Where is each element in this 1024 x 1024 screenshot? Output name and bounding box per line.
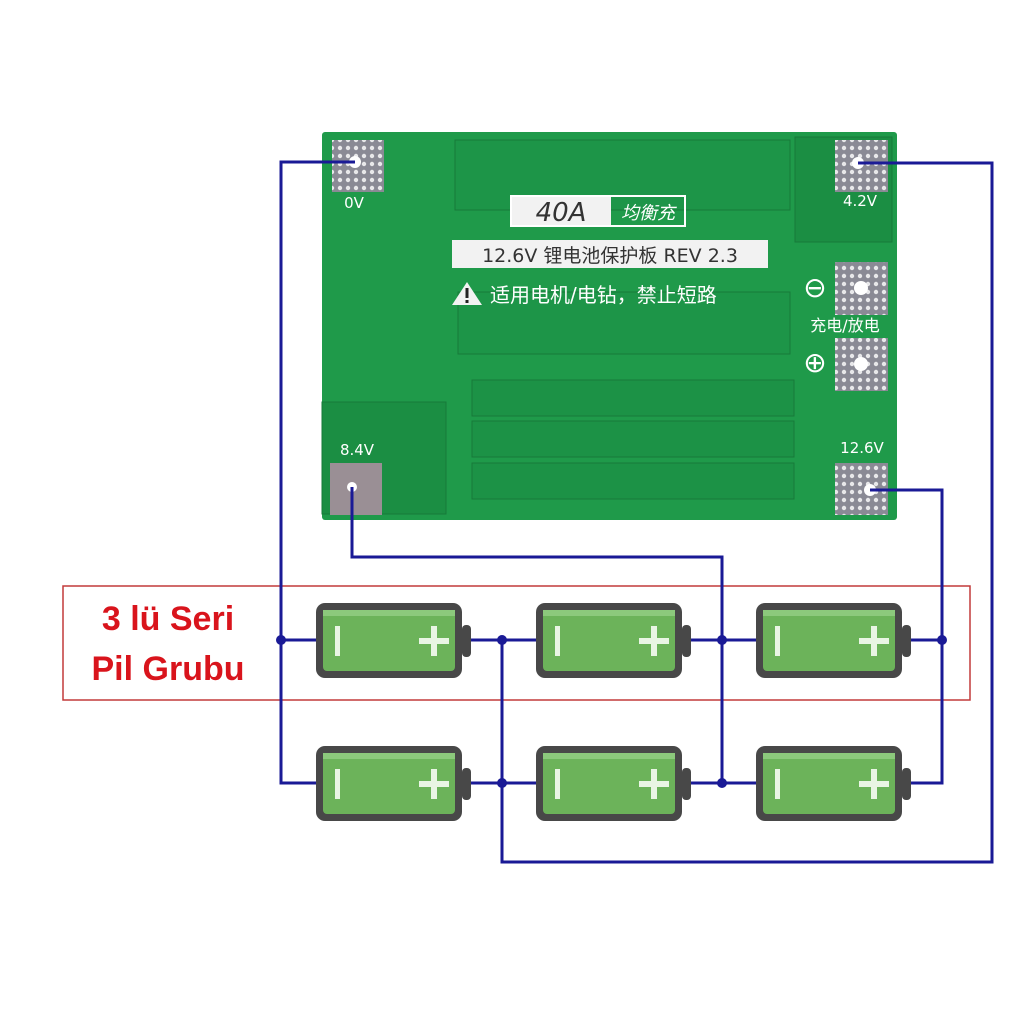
plus-symbol: ⊕ [803, 346, 826, 379]
protection-board: 40A 均衡充 12.6V 锂电池保护板 REV 2.3 适用电机/电钻，禁止短… [321, 132, 897, 520]
current-rating-label: 40A [536, 198, 587, 228]
group-label-line2: Pil Grubu [92, 650, 245, 688]
board-title: 12.6V 锂电池保护板 REV 2.3 [482, 245, 738, 267]
pad-12v6-label: 12.6V [840, 439, 884, 457]
series-group-box [62, 585, 971, 701]
group-label-line1: 3 lü Seri [102, 600, 234, 638]
charge-discharge-label: 充电/放电 [810, 316, 879, 335]
warning-icon [452, 282, 482, 305]
wire-0v [279, 160, 355, 785]
battery-r1-c3 [756, 603, 911, 678]
pad-4v2-label: 4.2V [843, 192, 878, 210]
wire-8v4 [350, 487, 724, 783]
battery-r2-c2 [536, 746, 691, 821]
pad-8v4-label: 8.4V [340, 441, 375, 459]
balance-label: 均衡充 [621, 203, 677, 224]
warning-text: 适用电机/电钻，禁止短路 [490, 283, 717, 307]
pad-0v-label: 0V [344, 194, 365, 212]
battery-r1-c2 [536, 603, 691, 678]
battery-r1-c1 [316, 603, 471, 678]
junction-dots [276, 635, 947, 788]
minus-symbol: ⊖ [803, 271, 826, 304]
battery-r2-c3 [756, 746, 911, 821]
battery-r2-c1 [316, 746, 471, 821]
